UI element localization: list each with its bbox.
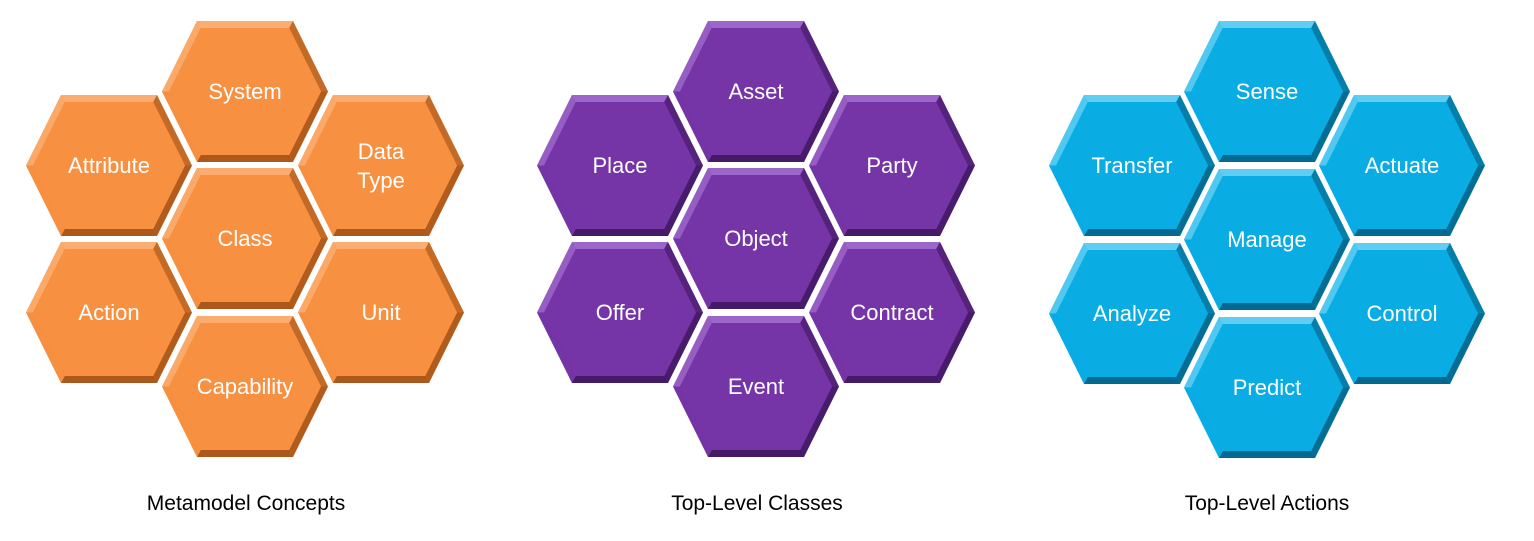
- hex-label: Unit: [361, 300, 401, 325]
- hexagon-shape: [298, 95, 464, 236]
- hex-label: Class: [217, 226, 273, 251]
- hex-offer: Offer: [537, 242, 703, 383]
- hex-predict: Predict: [1184, 317, 1350, 458]
- hex-label: Party: [866, 153, 918, 178]
- hexagon-shape: [1184, 21, 1350, 162]
- hex-action: Action: [26, 242, 192, 383]
- hexagon-shape: [298, 242, 464, 383]
- hexagon-shape: [809, 95, 975, 236]
- hex-control: Control: [1319, 243, 1485, 384]
- group-caption: Metamodel Concepts: [146, 492, 346, 515]
- hex-label: Offer: [595, 300, 645, 325]
- hex-place: Place: [537, 95, 703, 236]
- hex-label: Sense: [1235, 79, 1299, 104]
- hex-label: Data Type: [357, 138, 405, 193]
- hex-label: Capability: [196, 374, 294, 399]
- hex-label: Transfer: [1091, 153, 1173, 178]
- hex-system: System: [162, 21, 328, 162]
- group-metamodel-concepts: System Attribute Data Type Class Action …: [0, 0, 510, 541]
- hex-label: System: [208, 79, 282, 104]
- hexagon-shape: [162, 316, 328, 457]
- hex-contract: Contract: [809, 242, 975, 383]
- hexagon-shape: [809, 242, 975, 383]
- hex-actuate: Actuate: [1319, 95, 1485, 236]
- hex-manage: Manage: [1184, 169, 1350, 310]
- hex-capability: Capability: [162, 316, 328, 457]
- hexagon-shape: [162, 21, 328, 162]
- hex-label: Analyze: [1092, 301, 1172, 326]
- hex-data-type: Data Type: [298, 95, 464, 236]
- hex-label: Control: [1366, 301, 1438, 326]
- hexagon-shape: [1319, 95, 1485, 236]
- hexagon-shape: [1184, 169, 1350, 310]
- hex-label: Asset: [728, 79, 784, 104]
- hex-label: Object: [724, 226, 788, 251]
- hex-label: Manage: [1227, 227, 1307, 252]
- hex-label: Action: [78, 300, 140, 325]
- hex-analyze: Analyze: [1049, 243, 1215, 384]
- hex-transfer: Transfer: [1049, 95, 1215, 236]
- hex-label: Contract: [850, 300, 934, 325]
- hex-unit: Unit: [298, 242, 464, 383]
- hex-attribute: Attribute: [26, 95, 192, 236]
- hexagon-shape: [1319, 243, 1485, 384]
- hex-label: Attribute: [68, 153, 150, 178]
- hexagon-shape: [26, 242, 192, 383]
- group-top-level-classes: Asset Place Party Object Offer Contract …: [511, 0, 1021, 541]
- hexagon-shape: [673, 21, 839, 162]
- hexagon-shape: [162, 168, 328, 309]
- group-top-level-actions: Sense Transfer Actuate Manage Analyze Co…: [1021, 0, 1531, 541]
- hex-label: Actuate: [1364, 153, 1440, 178]
- hex-label: Predict: [1232, 375, 1302, 400]
- group-caption: Top-Level Actions: [1184, 492, 1350, 515]
- hexagon-shape: [1049, 95, 1215, 236]
- hex-asset: Asset: [673, 21, 839, 162]
- hexagon-shape: [26, 95, 192, 236]
- hex-label: Place: [592, 153, 648, 178]
- hexagon-shape: [673, 316, 839, 457]
- hex-label: Event: [727, 374, 785, 399]
- hexagon-shape: [1049, 243, 1215, 384]
- hex-sense: Sense: [1184, 21, 1350, 162]
- hex-party: Party: [809, 95, 975, 236]
- hex-object: Object: [673, 168, 839, 309]
- hexagon-shape: [673, 168, 839, 309]
- group-caption: Top-Level Classes: [671, 492, 843, 515]
- hexagon-shape: [1184, 317, 1350, 458]
- hexagon-shape: [537, 95, 703, 236]
- hexagon-shape: [537, 242, 703, 383]
- hex-event: Event: [673, 316, 839, 457]
- hex-class: Class: [162, 168, 328, 309]
